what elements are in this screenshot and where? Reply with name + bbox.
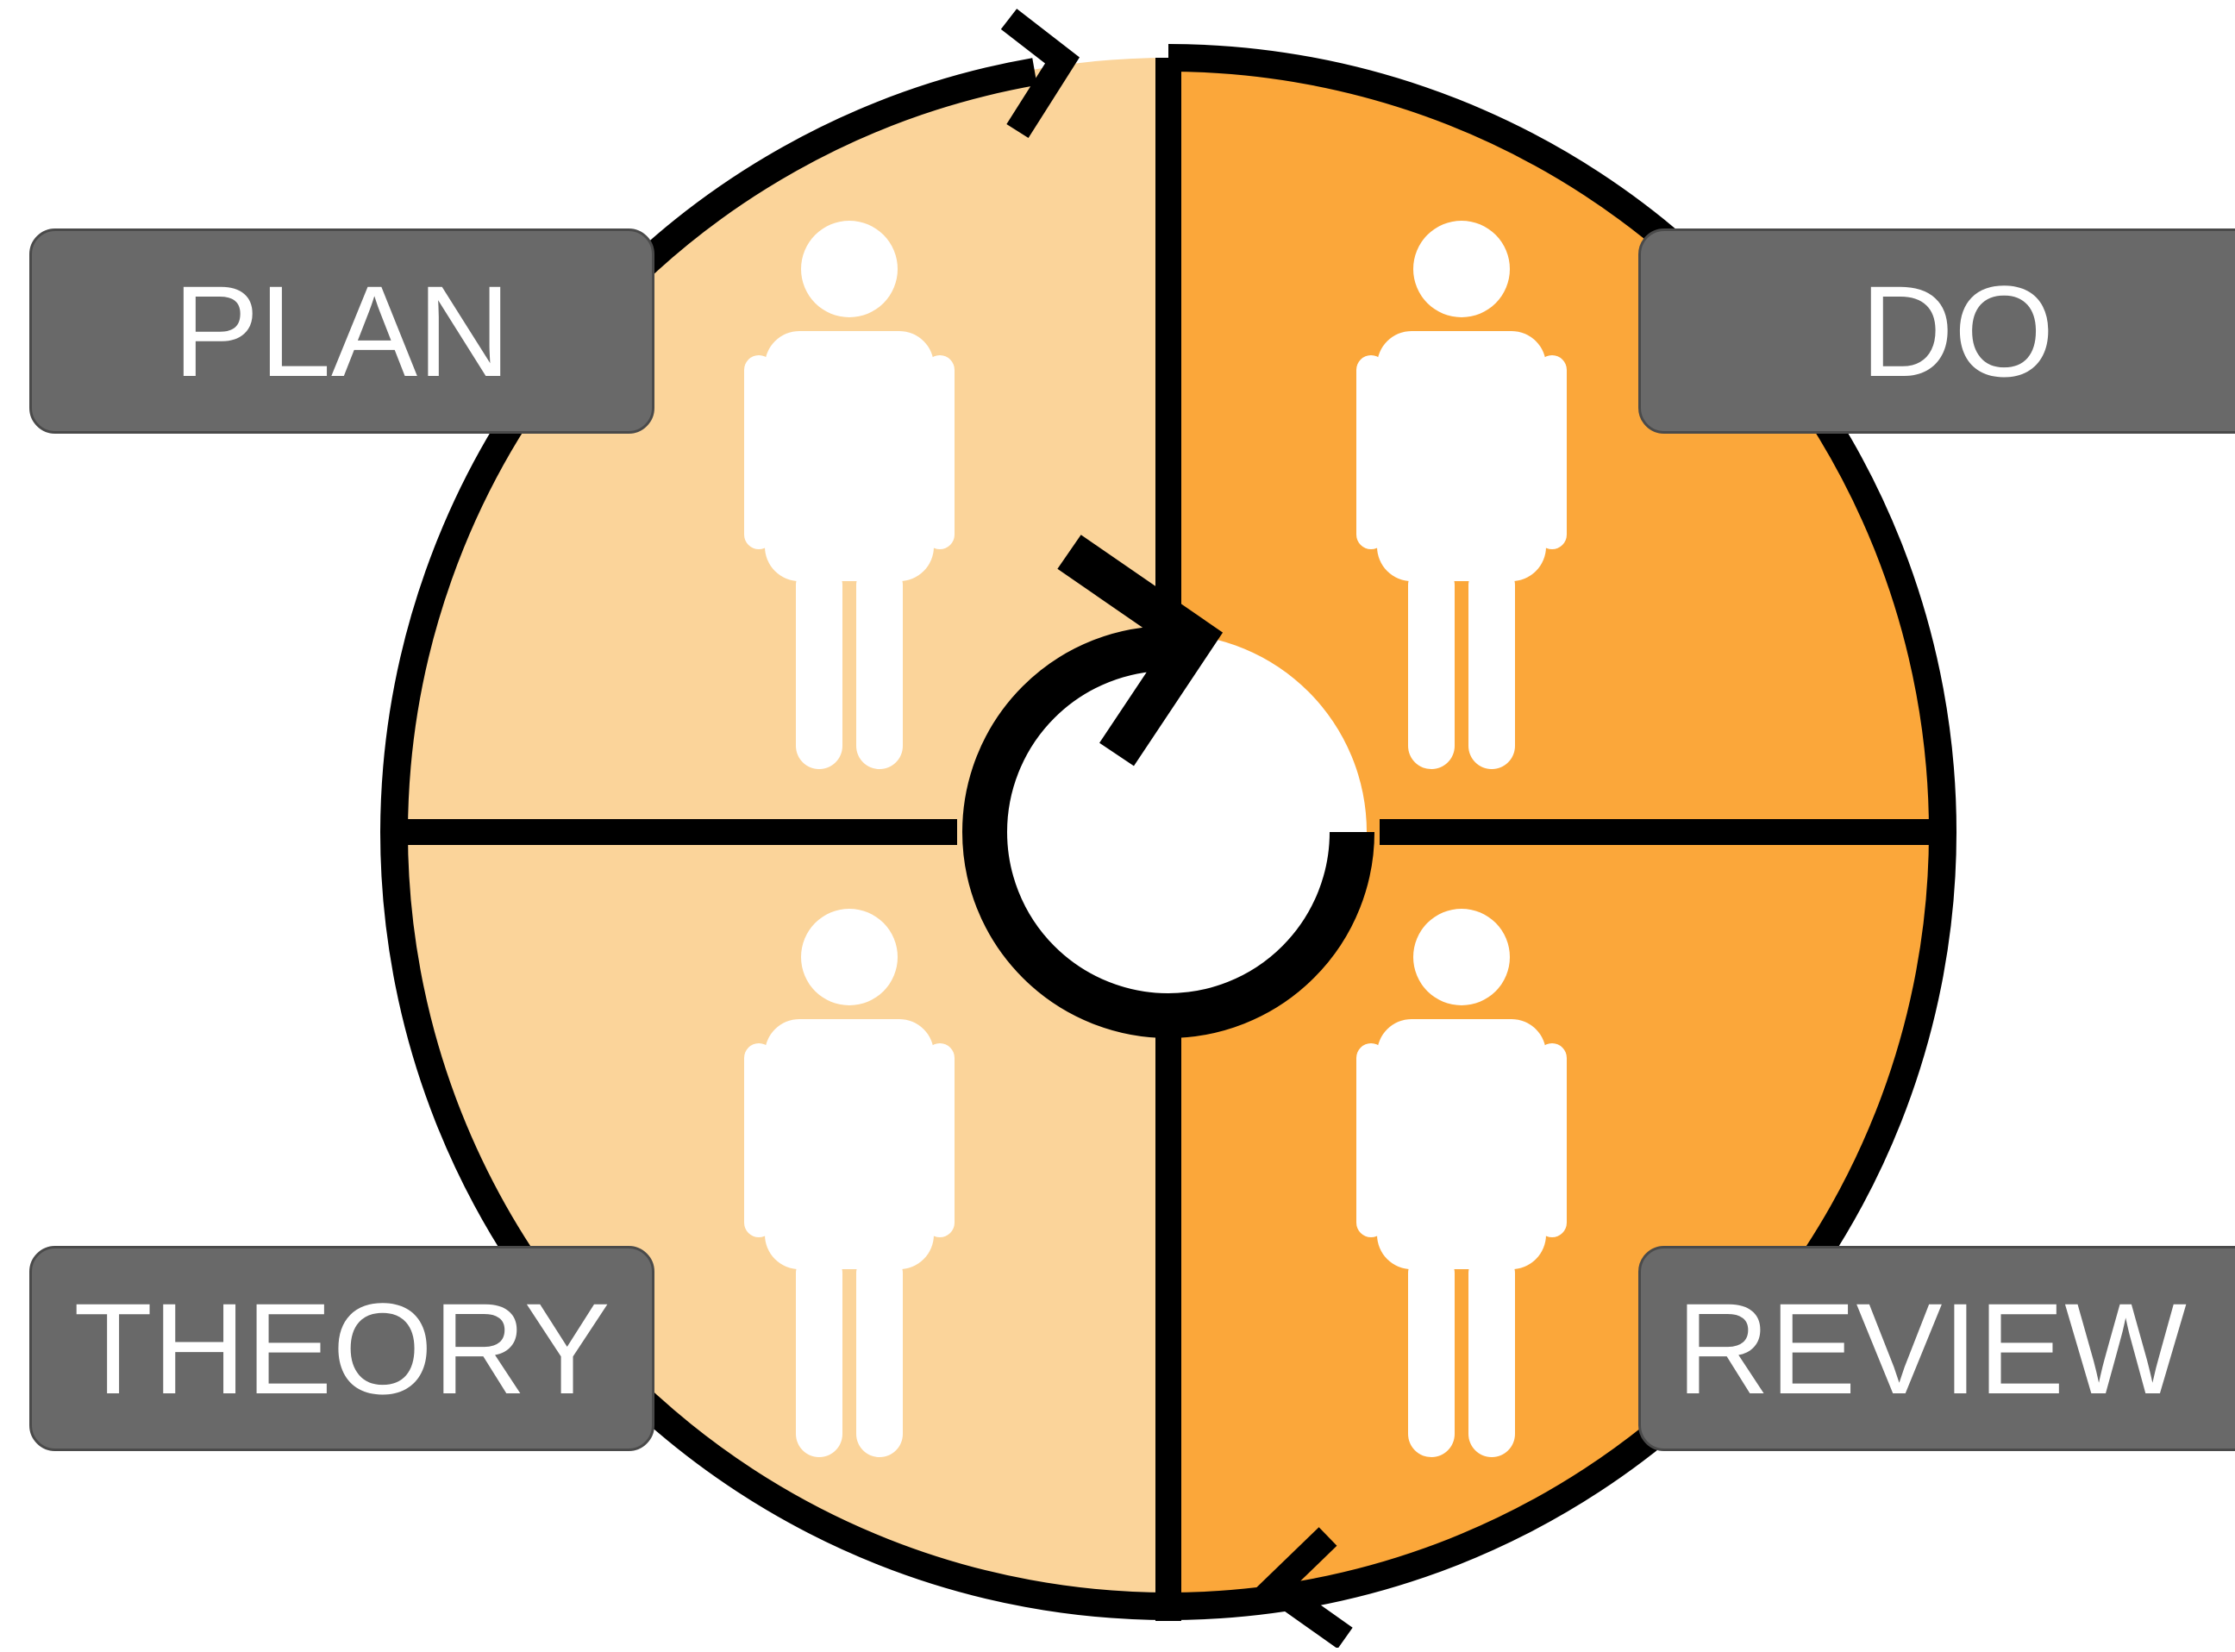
label-theory: THEORY <box>29 1246 654 1451</box>
label-do-text: DO <box>1860 259 2055 404</box>
label-theory-text: THEORY <box>73 1276 610 1421</box>
arrowhead-icon <box>1254 1527 1353 1649</box>
label-do: DO <box>1638 228 2235 434</box>
label-plan: PLAN <box>29 228 654 434</box>
arrowhead-icon <box>1000 9 1080 139</box>
label-review-text: REVIEW <box>1676 1276 2187 1421</box>
cycle-arrow-icon <box>962 535 1374 1038</box>
label-plan-text: PLAN <box>172 259 511 404</box>
quadrant-dividers <box>405 58 1940 1621</box>
label-review: REVIEW <box>1638 1246 2235 1451</box>
